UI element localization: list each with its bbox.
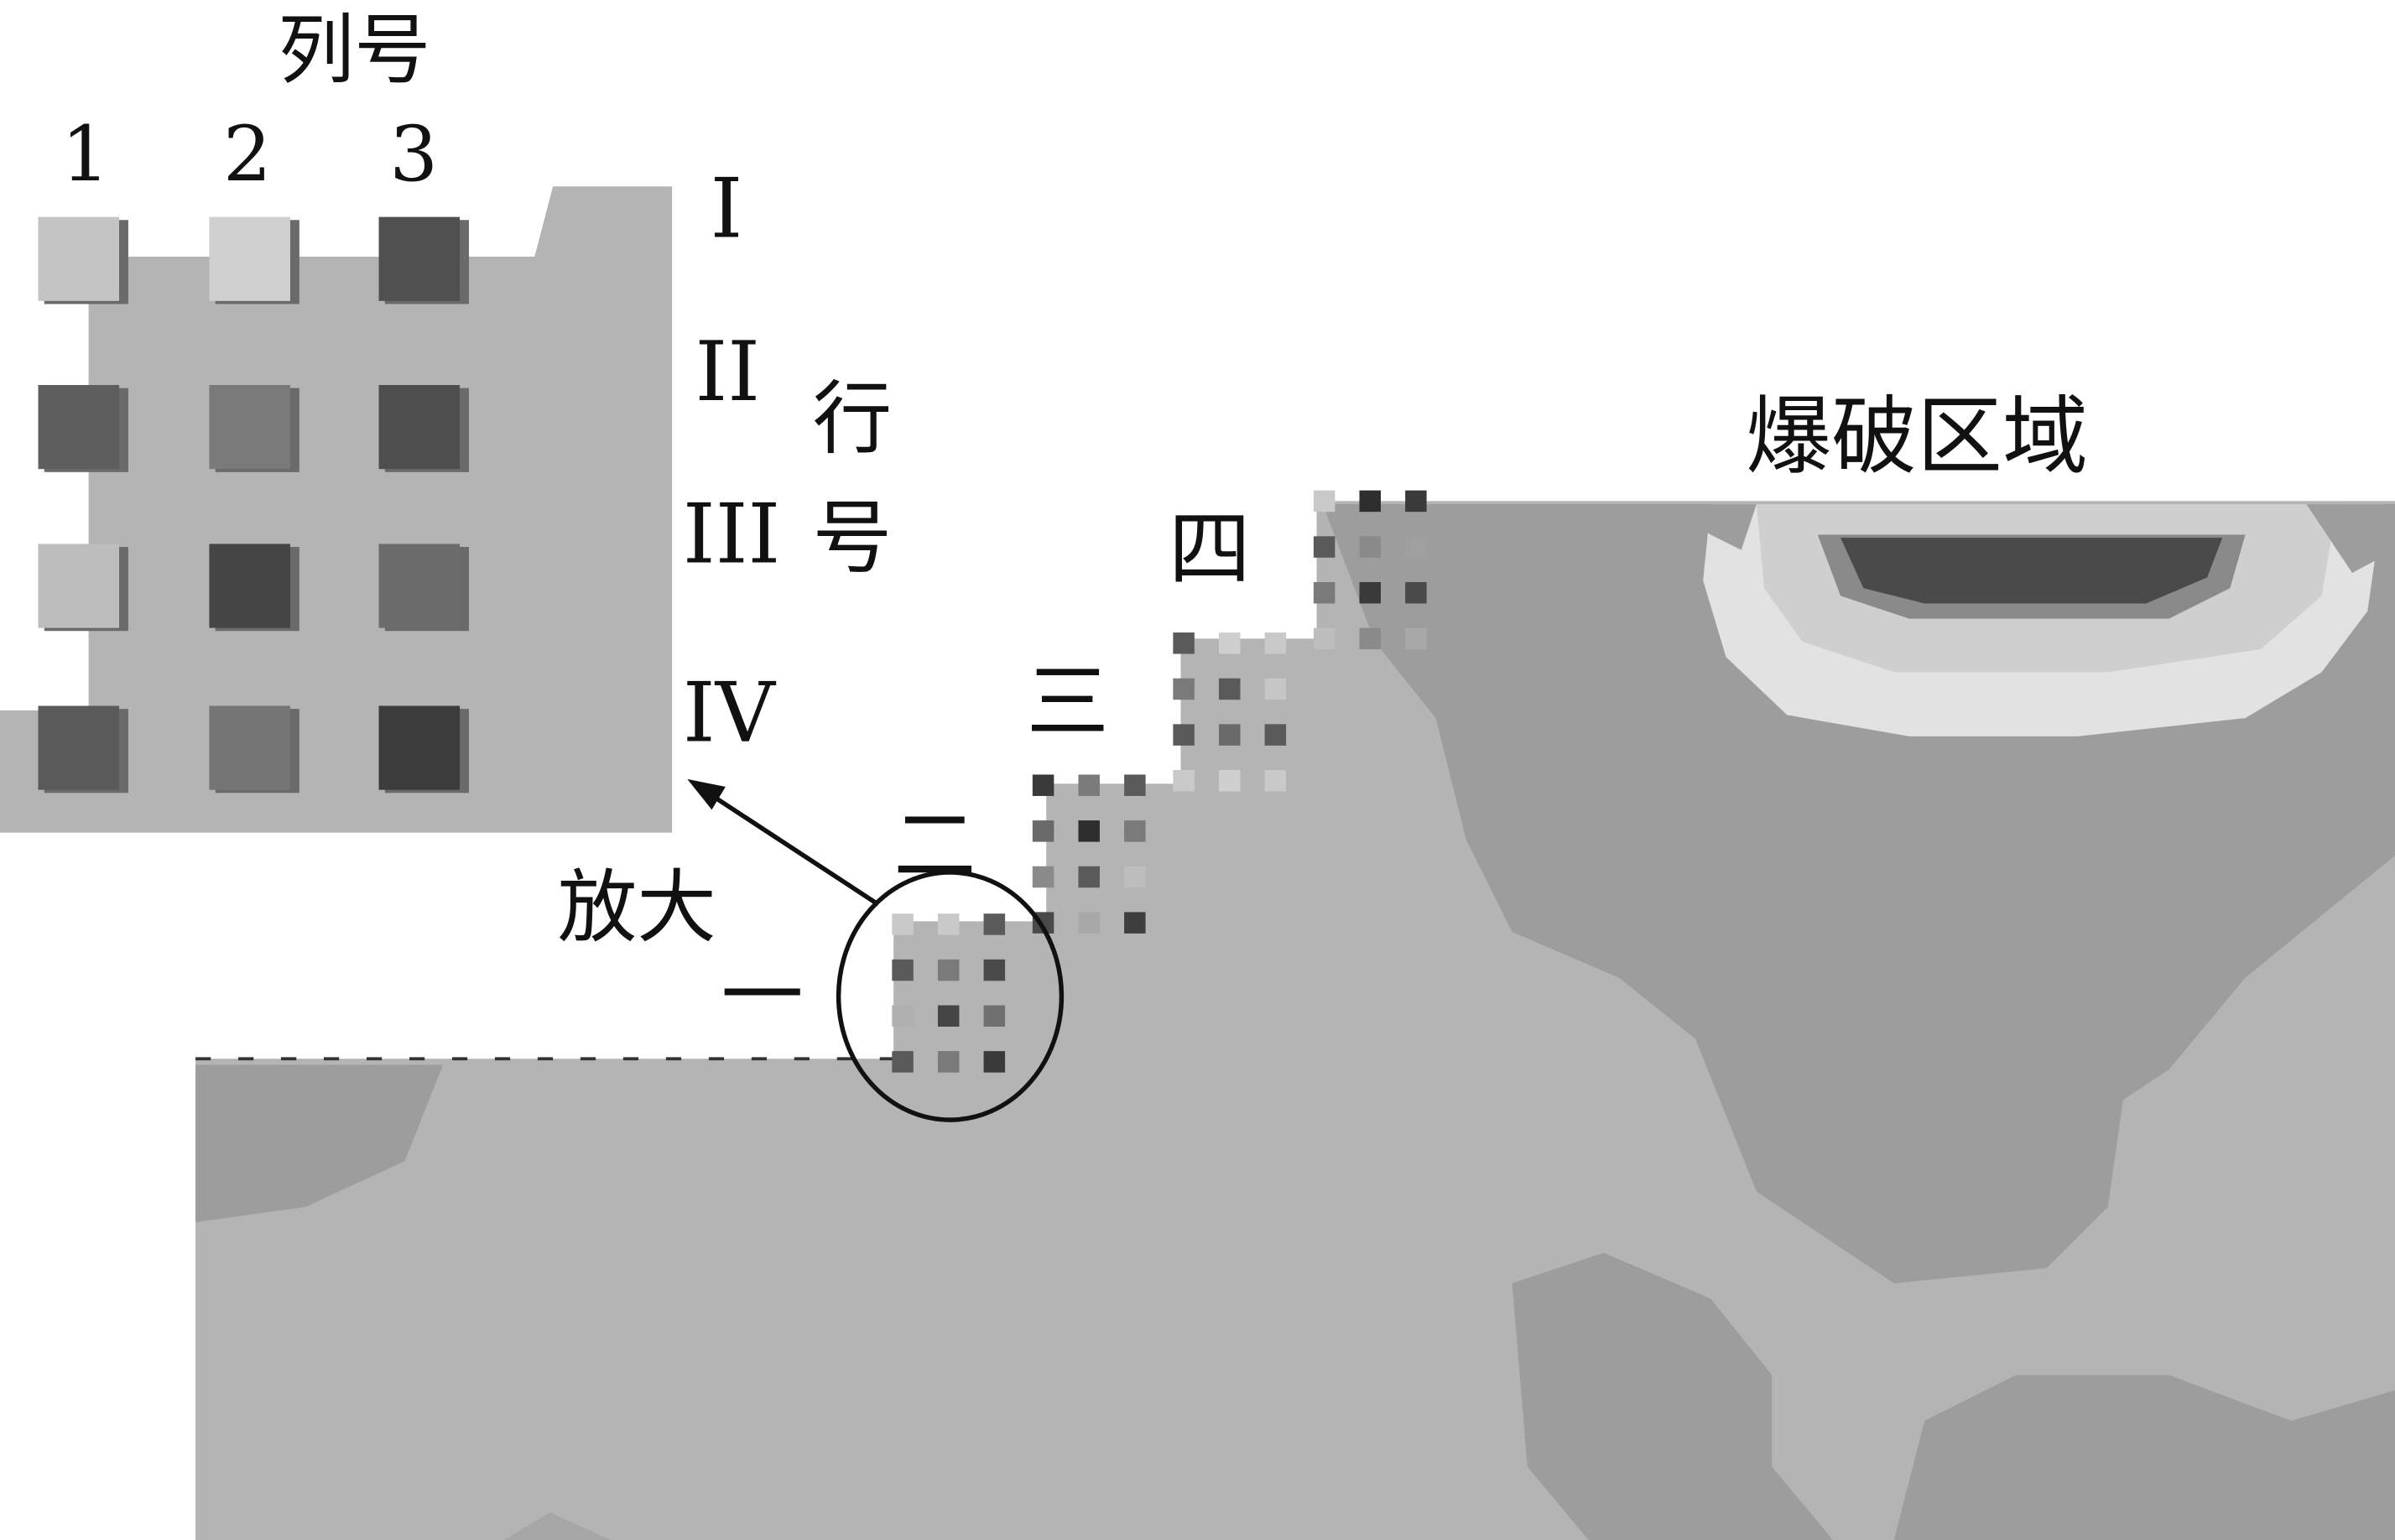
bench-4-block-r4-c3 [1405,627,1427,650]
blast-zone-label: 爆破区域 [1746,388,2088,487]
bench-label-4: 四 [1169,502,1251,597]
bench-2-block-r3-c1 [1032,866,1054,888]
bench-3-block-r4-c3 [1264,770,1287,792]
blast-edge-right [2306,504,2395,574]
inset-block-r4-c1 [38,705,120,790]
slope-channel [1316,642,1711,1223]
bench-1-block-r1-c1 [892,913,914,935]
bench-3-block-r1-c1 [1173,632,1195,654]
bench-1-block-r1-c2 [937,913,960,935]
bench-3-block-r2-c2 [1218,678,1241,700]
bench-4-block-r2-c2 [1359,536,1381,558]
inset-block-r2-c2 [209,385,290,470]
column-number-2: 2 [223,110,272,199]
bench-1-block-r4-c1 [892,1051,914,1073]
row-title-2: 号 [813,492,893,585]
bench-1-block-r3-c1 [892,1005,914,1027]
inset-block-grid [38,216,469,793]
stress-zone-left [195,1064,444,1223]
inset-block-r2-c3 [378,385,461,470]
bench-4-block-r4-c1 [1313,627,1335,650]
bench-2-block-r1-c1 [1032,774,1054,796]
inset-block-r1-c3 [378,216,461,301]
bench-4-block-r3-c3 [1405,581,1427,604]
bench-2-block-r4-c2 [1078,912,1100,934]
inset-zoom-view [0,186,673,833]
bench-3-block-r1-c3 [1264,632,1287,654]
stress-zone-bottom-right [1893,1375,2395,1540]
bench-block-grids [892,490,1427,1073]
zoom-label: 放大 [558,862,716,955]
bench-1-block-r2-c3 [983,959,1006,981]
inset-block-r4-c2 [209,705,290,790]
row-numeral-3: III [683,486,781,582]
bench-2-block-r2-c3 [1124,820,1146,842]
zoom-arrow-line [704,789,880,907]
bench-2-block-r2-c2 [1078,820,1100,842]
inset-block-r3-c1 [38,544,120,628]
row-numeral-4: IV [683,665,777,761]
bench-1-block-r2-c2 [937,959,960,981]
bench-label-3: 三 [1027,655,1109,751]
bench-label-2: 二 [893,799,976,894]
zoom-arrow-head [687,778,726,810]
inset-block-r1-c1 [38,216,120,301]
bench-4-block-r1-c2 [1359,490,1381,512]
bench-4-block-r4-c2 [1359,627,1381,650]
inset-block-r3-c3 [378,544,461,628]
bench-1-block-r2-c1 [892,959,914,981]
bench-4-block-r1-c3 [1405,490,1427,512]
inset-block-r3-c2 [209,544,290,628]
stress-zone-bottom-left [503,1512,612,1540]
bench-3-block-r4-c1 [1173,770,1195,792]
inset-block-r1-c2 [209,216,290,301]
column-title: 列号 [278,6,430,95]
bench-2-block-r3-c3 [1124,866,1146,888]
bench-4-block-r3-c1 [1313,581,1335,604]
zoom-circle [836,870,1065,1122]
bench-1-block-r3-c3 [983,1005,1006,1027]
bench-4-block-r1-c1 [1313,490,1335,512]
bench-2-block-r1-c2 [1078,774,1100,796]
column-number-3: 3 [389,110,438,199]
bench-3-block-r4-c2 [1218,770,1241,792]
bench-4-block-r2-c1 [1313,536,1335,558]
blast-edge-left [1664,504,1757,550]
bench-3-block-r3-c1 [1173,724,1195,746]
column-number-1: 1 [61,110,110,199]
inset-rock [0,186,673,833]
bench-2-block-r1-c3 [1124,774,1146,796]
blast-core [1841,538,2223,604]
row-numeral-1: I [711,161,743,257]
bench-1-block-r3-c2 [937,1005,960,1027]
bench-1-block-r4-c2 [937,1051,960,1073]
inset-block-r4-c3 [378,705,461,790]
stress-zone-lower-right [1512,1252,1833,1540]
row-title-1: 行 [813,373,893,466]
blast-region [1664,504,2395,736]
inset-block-r2-c1 [38,385,120,470]
bench-3-block-r1-c2 [1218,632,1241,654]
bench-4-block-r3-c2 [1359,581,1381,604]
bench-3-block-r2-c1 [1173,678,1195,700]
bench-3-block-r2-c3 [1264,678,1287,700]
bench-2-block-r2-c1 [1032,820,1054,842]
bench-3-block-r3-c2 [1218,724,1241,746]
bench-2-block-r4-c3 [1124,912,1146,934]
bench-3-block-r3-c3 [1264,724,1287,746]
bench-1-block-r4-c3 [983,1051,1006,1073]
bench-label-1: 一 [721,948,803,1043]
bench-2-block-r3-c2 [1078,866,1100,888]
row-numeral-2: II [695,325,760,420]
bench-4-block-r2-c3 [1405,536,1427,558]
bench-1-block-r1-c3 [983,913,1006,935]
